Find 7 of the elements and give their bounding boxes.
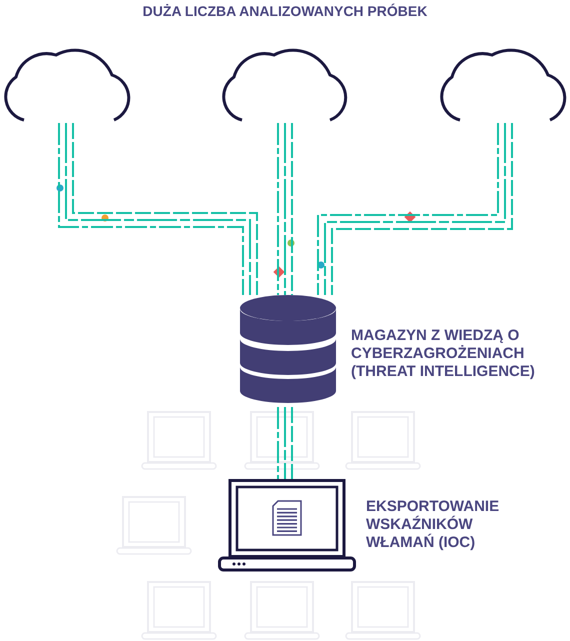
connector <box>277 407 293 479</box>
node-caption: EKSPORTOWANIE WSKAŹNIKÓW WŁAMAŃ (IOC) <box>366 498 500 552</box>
title: DUŻA LICZBA ANALIZOWANYCH PRÓBEK <box>142 3 428 19</box>
node-caption: MAGAZYN Z WIEDZĄ O CYBERZAGROŻENIACH (THREAT INTELLIGENCE) <box>351 327 536 381</box>
connector <box>58 123 258 295</box>
connector <box>317 123 513 295</box>
connector <box>277 123 293 295</box>
